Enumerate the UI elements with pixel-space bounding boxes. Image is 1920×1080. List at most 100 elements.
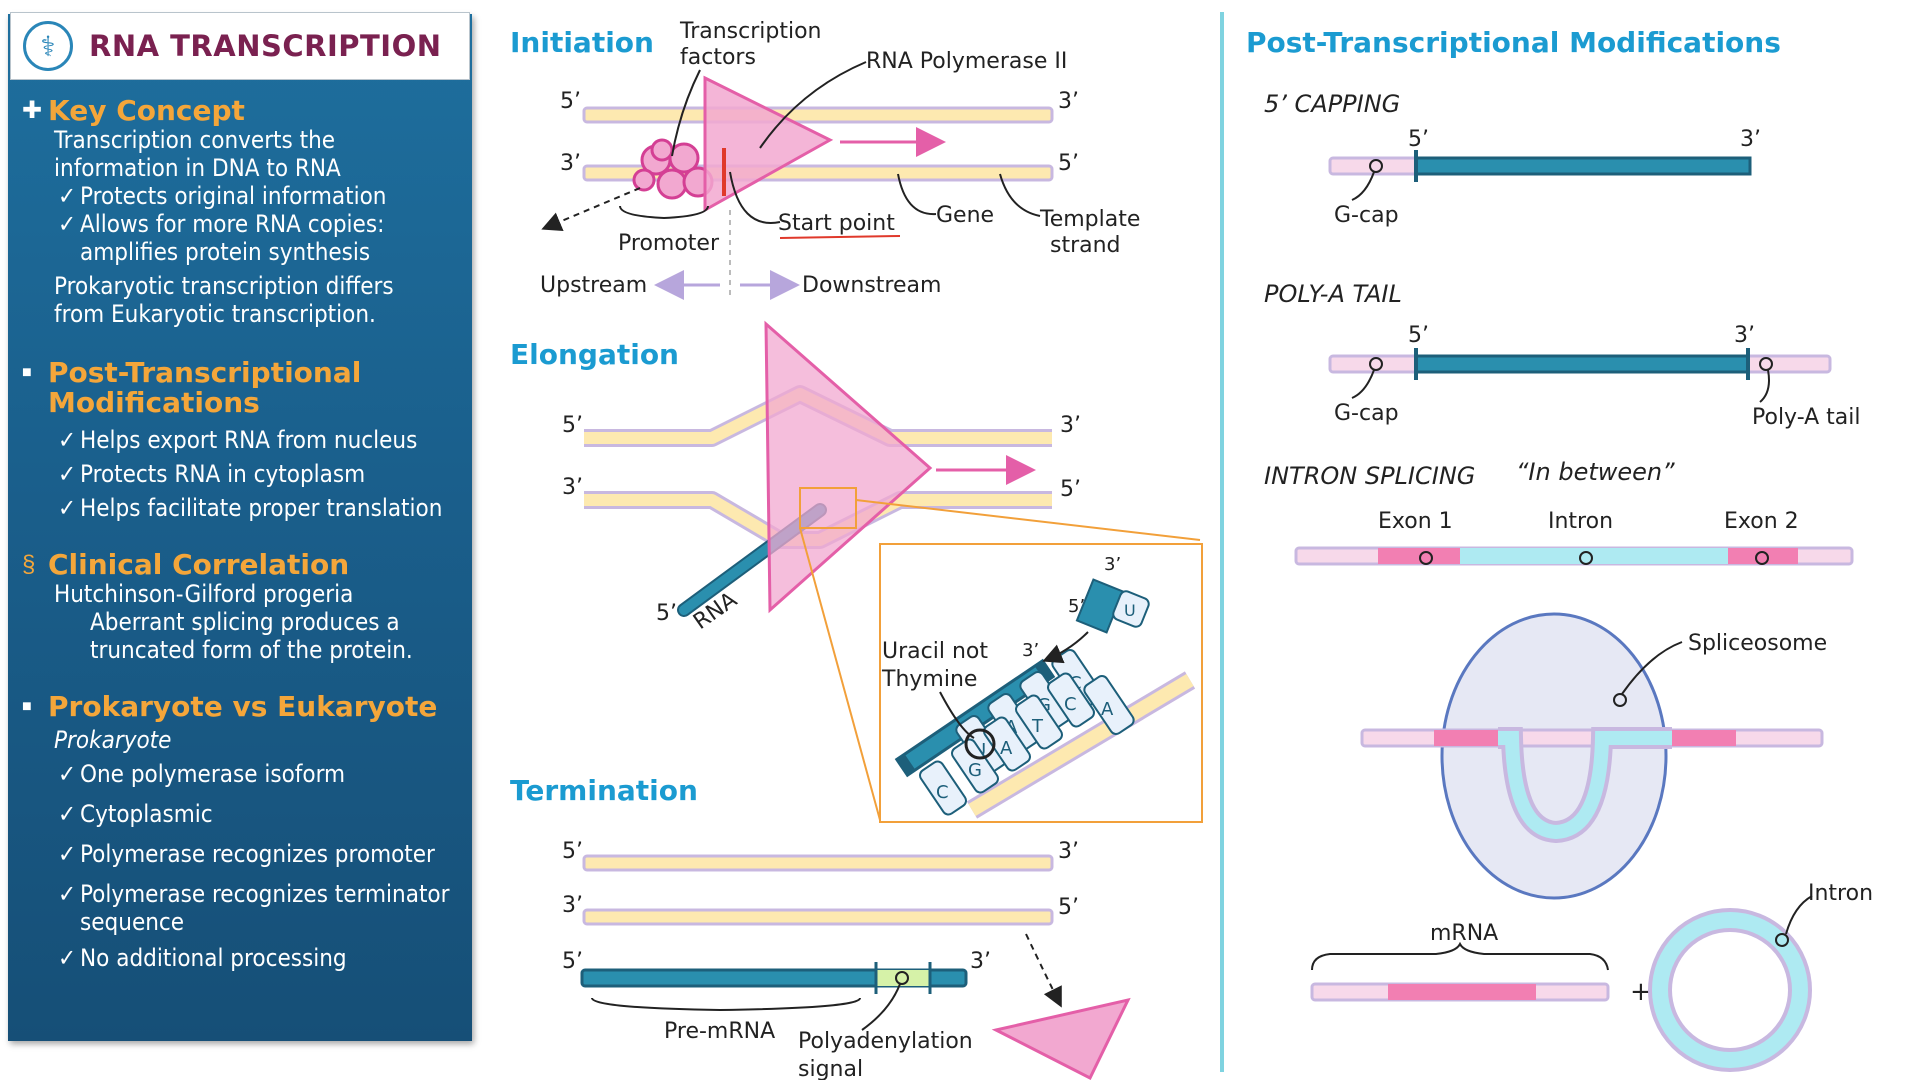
dna-icon: §: [22, 551, 36, 578]
title-bar: ⚕ RNA TRANSCRIPTION: [10, 12, 470, 80]
key-concept-text: Transcription converts the: [54, 126, 336, 154]
check-icon: ✓: [58, 880, 77, 908]
page-title: RNA TRANSCRIPTION: [89, 29, 442, 63]
rna-polymerase-label: RNA Polymerase II: [866, 49, 1067, 74]
downstream-label: Downstream: [802, 273, 941, 298]
intron-lariat: [1652, 912, 1808, 1068]
key-concept-section: ✚ Key Concept Transcription converts the…: [22, 96, 462, 329]
incoming-arrow: [1042, 631, 1089, 664]
check-icon: ✓: [58, 760, 77, 788]
five-prime-label: 5’: [1058, 895, 1079, 920]
uracil-label: Uracil not: [882, 639, 988, 664]
dna-base: A: [983, 716, 1031, 772]
bullet-text: Helps export RNA from nucleus: [80, 426, 418, 454]
dna-base: C: [919, 760, 967, 816]
post-mods-heading: Post-Transcriptional: [48, 356, 362, 389]
exon-1: [1434, 730, 1498, 746]
clinical-text: Aberrant splicing produces a: [90, 608, 400, 636]
post-mods-panel-heading: Post-Transcriptional Modifications: [1246, 26, 1781, 59]
three-prime-label: 3’: [1734, 323, 1755, 348]
note-text: from Eukaryotic transcription.: [54, 300, 376, 328]
pointer: [1419, 551, 1433, 565]
five-prime-label: 5’: [560, 89, 581, 114]
leader-line: [1351, 369, 1375, 399]
check-icon: ✓: [58, 426, 77, 454]
caduceus-icon: ⚕: [23, 21, 73, 71]
svg-text:U: U: [1124, 601, 1136, 620]
pointer: [1613, 693, 1627, 707]
polya-rna: [1414, 354, 1750, 374]
template-strand: [582, 908, 1054, 926]
exon-2-label: Exon 2: [1724, 509, 1799, 534]
square-bullet-icon: ■: [22, 364, 32, 381]
polya-pointer: [1759, 357, 1773, 371]
polyadenylation-label: Polyadenylation: [798, 1029, 973, 1054]
five-prime-label: 5’: [1408, 323, 1429, 348]
bullet-text: Helps facilitate proper translation: [80, 494, 443, 522]
prokaryote-subheading: Prokaryote: [54, 726, 172, 754]
bullet-text: Allows for more RNA copies:: [80, 210, 385, 238]
bullet-text: Cytoplasmic: [80, 800, 213, 828]
leader-line: [861, 983, 901, 1031]
plus-icon: ✚: [22, 97, 43, 124]
pointer: [1775, 933, 1789, 947]
g-cap-label: G-cap: [1334, 203, 1399, 228]
spliceosome: [1440, 612, 1668, 900]
leader-line: [1759, 369, 1770, 403]
pre-mrna-label: Pre-mRNA: [664, 1019, 775, 1044]
five-prime-label: 5’: [562, 839, 583, 864]
three-prime-label: 3’: [560, 151, 581, 176]
five-prime-label: 5’: [562, 413, 583, 438]
check-icon: ✓: [58, 182, 77, 210]
template-label: Template: [1039, 207, 1140, 232]
svg-text:A: A: [1101, 699, 1114, 720]
leader-line: [897, 173, 937, 216]
start-point-underline: [779, 235, 901, 239]
dashed-arrow: [541, 187, 641, 232]
spliceosome-label: Spliceosome: [1688, 631, 1827, 656]
three-prime-label: 3’: [1060, 413, 1081, 438]
leader-line: [1621, 641, 1683, 695]
dna-base: T: [1015, 694, 1063, 750]
termination-heading: Termination: [510, 774, 698, 807]
bullet-text: amplifies protein synthesis: [80, 238, 371, 266]
check-icon: ✓: [58, 210, 77, 238]
post-mods-heading: Modifications: [48, 386, 260, 419]
in-between-label: “In between”: [1516, 458, 1675, 486]
five-prime-label: 5’: [1408, 127, 1429, 152]
elongation-heading: Elongation: [510, 338, 679, 371]
five-prime-label: 5’: [1068, 596, 1085, 617]
three-prime-label: 3’: [1058, 839, 1079, 864]
leader-line: [1351, 171, 1375, 201]
g-cap-pointer: [1369, 357, 1383, 371]
polyadenylation-signal: [876, 970, 930, 986]
key-concept-text: information in DNA to RNA: [54, 154, 341, 182]
five-prime-label: 5’: [1060, 477, 1081, 502]
bullet-text: Polymerase recognizes promoter: [80, 840, 435, 868]
coding-strand: [582, 854, 1054, 872]
three-prime-label: 3’: [562, 893, 583, 918]
post-mods-section: ■ Post-Transcriptional Modifications ✓He…: [22, 356, 462, 523]
pointer: [1755, 551, 1769, 565]
three-prime-label: 3’: [1104, 554, 1121, 575]
incoming-nucleotide: U: [1075, 578, 1150, 634]
intron-label: Intron: [1548, 509, 1613, 534]
uracil-highlight: [964, 728, 996, 760]
bullet-text: One polymerase isoform: [80, 760, 346, 788]
g-cap-label: G-cap: [1334, 401, 1399, 426]
clinical-section: § Clinical Correlation Hutchinson-Gilfor…: [22, 550, 462, 665]
zoom-line: [799, 527, 881, 821]
svg-text:C: C: [936, 782, 949, 803]
signal-pointer: [895, 971, 909, 985]
prok-euk-heading: Prokaryote vs Eukaryote: [48, 690, 438, 723]
check-icon: ✓: [58, 800, 77, 828]
three-prime-label: 3’: [562, 475, 583, 500]
plus-sign: +: [1630, 977, 1652, 1007]
pointer: [1579, 551, 1593, 565]
promoter-brace: [619, 205, 709, 220]
template-label: strand: [1050, 233, 1121, 258]
exon-2: [1728, 548, 1798, 564]
five-prime-label: 5’: [1058, 151, 1079, 176]
sidebar-panel: [8, 14, 472, 1041]
leader-line: [999, 173, 1041, 217]
